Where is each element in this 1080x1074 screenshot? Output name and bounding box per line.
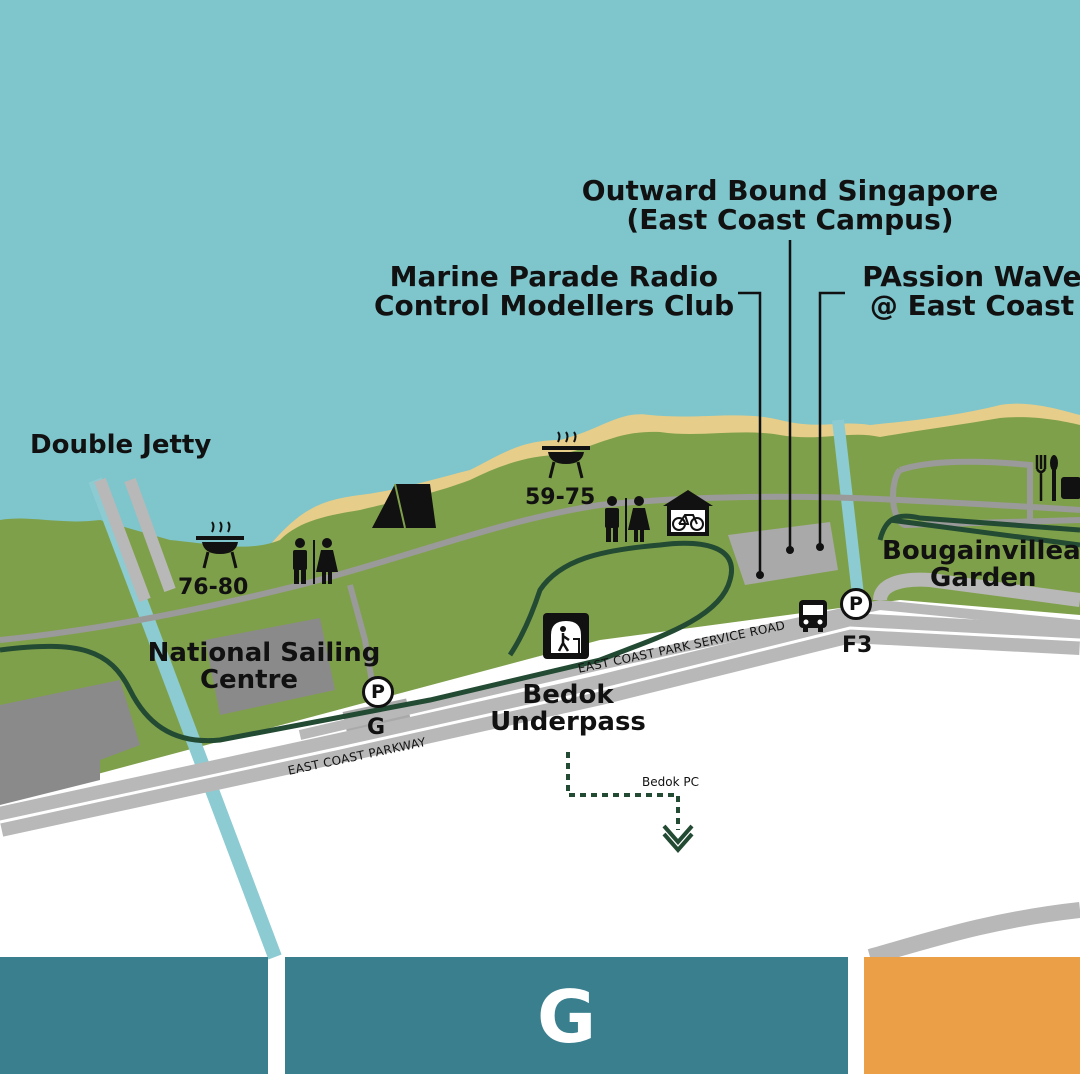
label-outward-bound-line2: (East Coast Campus) bbox=[626, 203, 954, 237]
label-outward-bound: Outward Bound Singapore (East Coast Camp… bbox=[560, 176, 1020, 235]
leader-dot-outward-bound bbox=[786, 546, 794, 554]
zone-bar-left bbox=[0, 957, 268, 1074]
leader-marine-parade bbox=[738, 291, 762, 573]
label-bougainvillea-line2: Garden bbox=[930, 563, 1037, 593]
east-coast-parkway-centre bbox=[0, 626, 1080, 824]
label-marine-parade-line1: Marine Parade Radio bbox=[389, 260, 718, 293]
building-west bbox=[0, 680, 140, 805]
parking-icon[interactable]: P bbox=[362, 676, 394, 708]
label-bbq-59-75: 59-75 bbox=[525, 485, 596, 510]
label-outward-bound-line1: Outward Bound Singapore bbox=[581, 174, 999, 207]
inland-area bbox=[0, 620, 1080, 957]
label-passion-wave: PAssion WaVe @ East Coast bbox=[852, 262, 1080, 321]
zone-letter: G bbox=[536, 975, 597, 1059]
bedok-pc-route bbox=[566, 752, 680, 830]
food-icon bbox=[1035, 455, 1080, 501]
label-bougainvillea-line1: Bougainvillea bbox=[882, 538, 1080, 566]
label-passion-wave-line2: @ East Coast bbox=[869, 289, 1075, 323]
leader-dot-passion-wave bbox=[816, 543, 824, 551]
park-land bbox=[0, 417, 1080, 800]
zone-bar-current bbox=[285, 957, 848, 1074]
label-national-sailing-line2: Centre bbox=[199, 665, 299, 696]
parking-code-g: G bbox=[367, 715, 386, 740]
park-path-east bbox=[890, 458, 1080, 529]
label-bedok-underpass-line1: Bedok bbox=[522, 680, 614, 710]
label-bedok-underpass-line2: Underpass bbox=[490, 707, 646, 738]
road-bougainvillea-loop bbox=[873, 572, 1080, 607]
label-bedok-pc: Bedok PC bbox=[642, 775, 699, 789]
label-bedok-underpass: Bedok Underpass bbox=[470, 680, 666, 738]
cycling-path bbox=[0, 540, 735, 744]
label-national-sailing: National Sailing Centre bbox=[130, 638, 398, 696]
leader-dot-marine-parade bbox=[756, 571, 764, 579]
bbq-pit-icon bbox=[196, 521, 244, 569]
bicycle-rental-icon bbox=[663, 490, 713, 536]
cycling-path-east bbox=[877, 513, 1080, 548]
camping-tent-icon bbox=[372, 483, 436, 529]
label-double-jetty: Double Jetty bbox=[30, 430, 212, 460]
parking-code-f3: F3 bbox=[842, 633, 873, 658]
service-road bbox=[298, 599, 1080, 740]
label-bbq-76-80: 76-80 bbox=[178, 575, 249, 600]
park-connector bbox=[0, 493, 1080, 643]
label-marine-parade-line2: Control Modellers Club bbox=[374, 289, 735, 323]
zone-tab-current[interactable]: G bbox=[285, 957, 848, 1074]
road-se bbox=[867, 902, 1080, 965]
zone-tab-next[interactable] bbox=[864, 957, 1080, 1074]
toilet-icon bbox=[605, 496, 650, 542]
underpass-icon bbox=[543, 613, 589, 659]
label-bougainvillea: Bougainvillea Garden bbox=[882, 538, 1080, 593]
leader-passion-wave bbox=[818, 291, 845, 545]
building-clubs bbox=[728, 522, 838, 585]
label-marine-parade: Marine Parade Radio Control Modellers Cl… bbox=[374, 262, 734, 321]
zone-bar-right bbox=[864, 957, 1080, 1074]
chevron-down-icon bbox=[662, 824, 694, 854]
parking-icon[interactable]: P bbox=[840, 588, 872, 620]
label-passion-wave-line1: PAssion WaVe bbox=[862, 260, 1080, 293]
toilet-icon bbox=[293, 538, 338, 584]
label-national-sailing-line1: National Sailing bbox=[147, 638, 381, 668]
canal-east bbox=[832, 419, 864, 596]
zone-tab-previous[interactable] bbox=[0, 957, 268, 1074]
jetty bbox=[94, 477, 176, 603]
bus-stop-icon bbox=[799, 600, 827, 632]
bbq-pit-icon bbox=[542, 431, 590, 479]
building-sailing-centre bbox=[205, 618, 335, 715]
